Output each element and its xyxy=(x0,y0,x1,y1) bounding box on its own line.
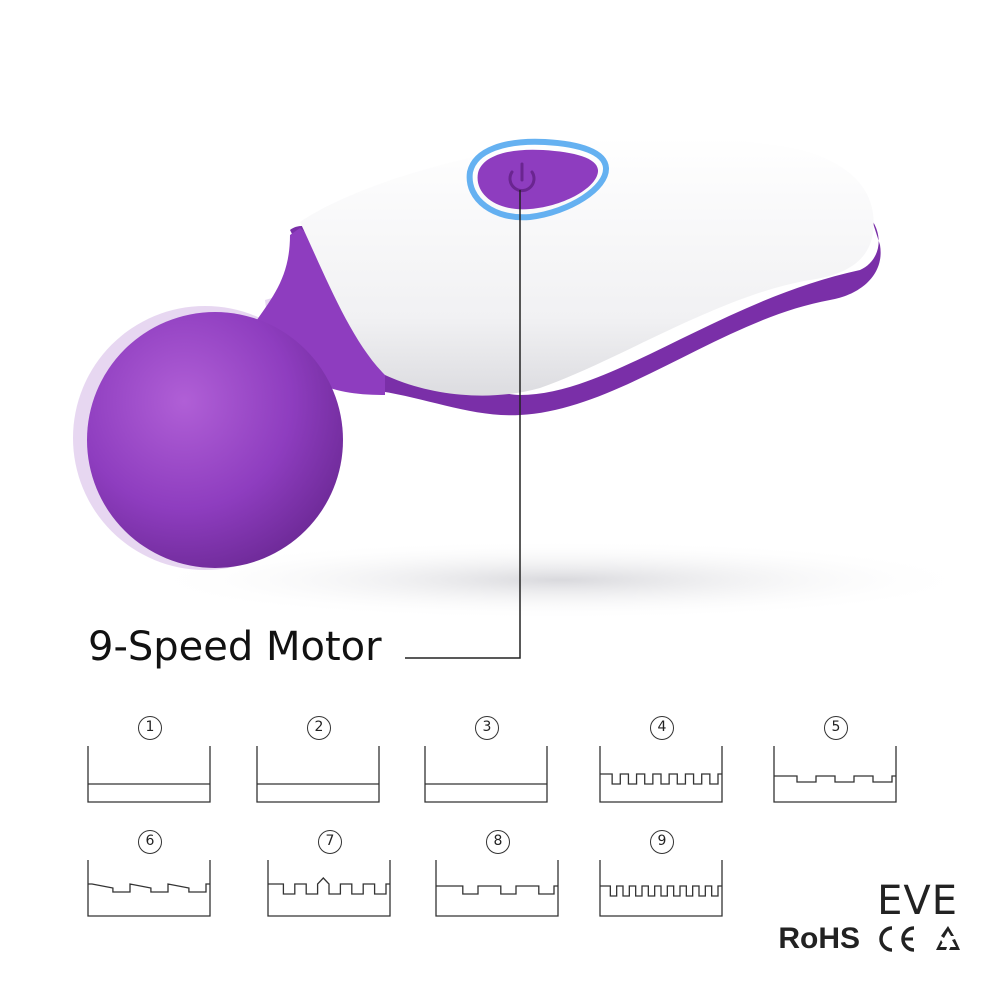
waveform-frame xyxy=(87,860,211,917)
waveform-frame xyxy=(87,746,211,803)
speed-mode-9: 9 xyxy=(598,830,728,917)
speed-mode-waveform xyxy=(87,860,211,917)
speed-mode-waveform xyxy=(256,746,380,803)
waveform-frame xyxy=(435,860,559,917)
speed-mode-number: 1 xyxy=(138,716,162,740)
control-button-glow xyxy=(466,138,609,221)
speed-mode-number: 7 xyxy=(318,830,342,854)
speed-mode-number: 4 xyxy=(650,716,674,740)
certifications: RoHS xyxy=(778,922,964,956)
waveform-line xyxy=(436,885,558,895)
waveform-frame xyxy=(599,860,723,917)
callout-line xyxy=(405,190,521,659)
speed-mode-waveform xyxy=(424,746,548,803)
speed-mode-6: 6 xyxy=(86,830,216,917)
speed-mode-waveform xyxy=(87,746,211,803)
speed-mode-7: 7 xyxy=(266,830,396,917)
device-handle xyxy=(300,137,874,396)
speed-mode-1: 1 xyxy=(86,716,216,803)
waveform-line xyxy=(88,883,210,893)
waveform-line xyxy=(600,885,722,897)
product-illustration xyxy=(73,137,980,659)
speed-mode-4: 4 xyxy=(598,716,728,803)
waveform-frame xyxy=(773,746,897,803)
speed-mode-waveform xyxy=(599,860,723,917)
device-head xyxy=(87,312,343,568)
speed-mode-5: 5 xyxy=(772,716,902,803)
waveform-line xyxy=(268,877,390,895)
speed-mode-waveform xyxy=(435,860,559,917)
speed-mode-2: 2 xyxy=(255,716,385,803)
floor-shadow xyxy=(140,540,980,620)
speed-mode-8: 8 xyxy=(434,830,564,917)
waveform-frame xyxy=(256,746,380,803)
control-button xyxy=(477,149,599,210)
speed-mode-number: 9 xyxy=(650,830,674,854)
recycle-icon xyxy=(936,926,960,950)
power-icon xyxy=(508,162,536,193)
speed-mode-waveform xyxy=(773,746,897,803)
waveform-frame xyxy=(424,746,548,803)
rohs-mark: RoHS xyxy=(778,922,860,955)
speed-mode-number: 5 xyxy=(824,716,848,740)
speed-mode-number: 3 xyxy=(475,716,499,740)
speed-mode-waveform xyxy=(267,860,391,917)
waveform-line xyxy=(774,775,896,783)
speed-mode-number: 2 xyxy=(307,716,331,740)
waveform-frame xyxy=(267,860,391,917)
waveform-line xyxy=(600,773,722,785)
brand-name: EVE xyxy=(877,878,958,924)
speed-mode-waveform xyxy=(599,746,723,803)
speed-mode-number: 8 xyxy=(486,830,510,854)
speed-mode-3: 3 xyxy=(423,716,553,803)
speed-mode-number: 6 xyxy=(138,830,162,854)
callout-label: 9-Speed Motor xyxy=(88,624,382,670)
ce-mark xyxy=(879,926,915,952)
